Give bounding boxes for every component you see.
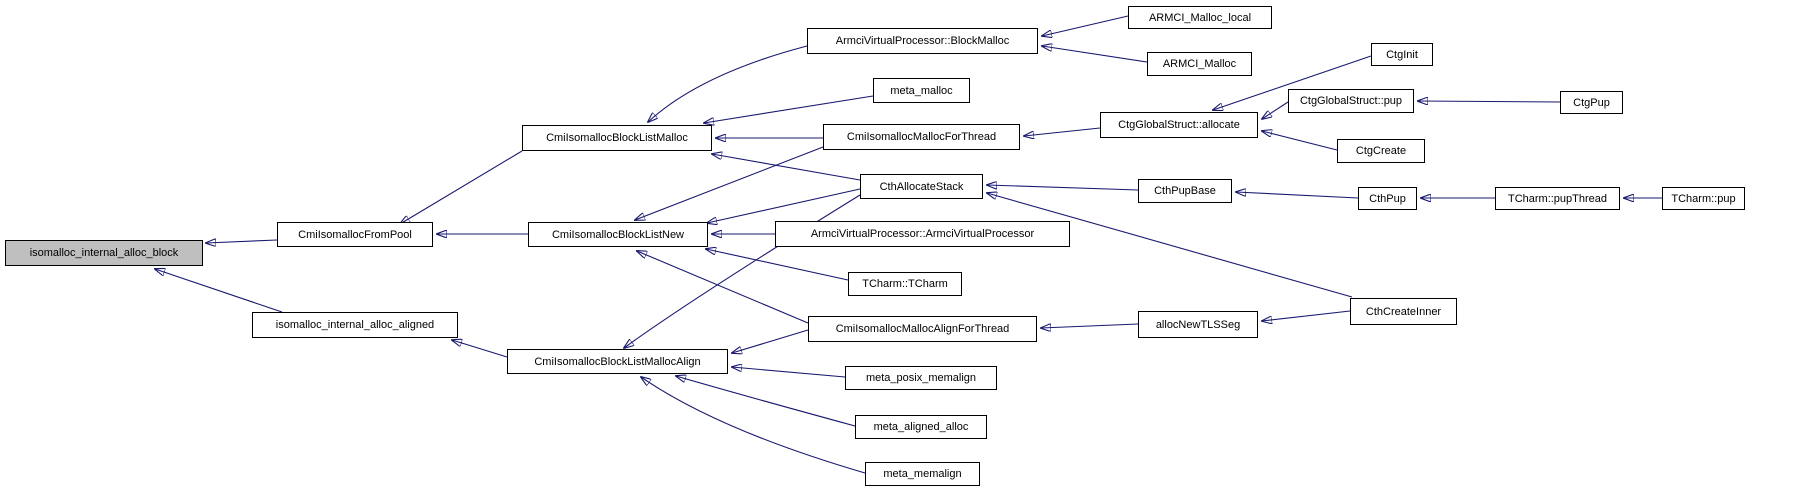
- call-edge-CtgCreate-to-CtgGlobalStruct-allocate: [1262, 131, 1338, 151]
- call-edge-CtgInit-to-CtgGlobalStruct-allocate: [1213, 55, 1372, 110]
- graph-node-label: CmiIsomallocMallocForThread: [846, 131, 997, 143]
- call-edge-ARMCI_Malloc-to-ArmciVirtualProcessor-BlockMalloc: [1042, 46, 1148, 63]
- graph-node-label: CmiIsomallocBlockListNew: [551, 228, 685, 241]
- graph-node-label: meta_posix_memalign: [865, 372, 977, 384]
- call-edge-CthCreateInner-to-allocNewTLSSeg: [1262, 310, 1351, 321]
- graph-node-CtgInit[interactable]: CtgInit: [1371, 43, 1433, 66]
- call-edge-meta_posix_memalign-to-CmiIsomallocBlockListMallocAlign: [732, 367, 846, 378]
- call-edge-ARMCI_Malloc_local-to-ArmciVirtualProcessor-BlockMalloc: [1042, 15, 1129, 36]
- call-edge-CtgGlobalStruct-pup-to-CtgGlobalStruct-allocate: [1262, 101, 1289, 119]
- call-edge-ArmciVirtualProcessor-BlockMalloc-to-CmiIsomallocBlockListMalloc: [648, 45, 808, 122]
- graph-node-ARMCI_Malloc[interactable]: ARMCI_Malloc: [1147, 52, 1252, 76]
- graph-node-CtgPup[interactable]: CtgPup: [1560, 91, 1623, 114]
- graph-node-CthAllocateStack[interactable]: CthAllocateStack: [860, 174, 983, 199]
- call-edge-CmiIsomallocFromPool-to-isomalloc_internal_alloc_block: [206, 240, 278, 243]
- graph-node-ARMCI_Malloc_local[interactable]: ARMCI_Malloc_local: [1128, 6, 1272, 29]
- graph-node-label: TCharm::TCharm: [862, 278, 948, 290]
- call-edge-CmiIsomallocMallocAlignForThread-to-CmiIsomallocBlockListMallocAlign: [732, 329, 809, 353]
- graph-node-TCharm-TCharm[interactable]: TCharm::TCharm: [848, 272, 962, 296]
- call-edge-allocNewTLSSeg-to-CmiIsomallocMallocAlignForThread: [1041, 323, 1139, 328]
- graph-node-meta_memalign[interactable]: meta_memalign: [865, 462, 980, 486]
- call-edge-CthPupBase-to-CthAllocateStack: [987, 185, 1139, 191]
- call-edge-CthAllocateStack-to-CmiIsomallocBlockListMalloc: [712, 154, 861, 181]
- graph-node-meta_aligned_alloc[interactable]: meta_aligned_alloc: [855, 415, 987, 439]
- graph-node-CmiIsomallocMallocAlignForThread[interactable]: CmiIsomallocMallocAlignForThread: [808, 316, 1037, 342]
- graph-node-label: CtgPup: [1573, 96, 1610, 109]
- graph-node-label: CtgCreate: [1355, 145, 1407, 157]
- graph-node-label: isomalloc_internal_alloc_aligned: [275, 319, 435, 331]
- graph-node-CmiIsomallocBlockListMalloc[interactable]: CmiIsomallocBlockListMalloc: [522, 125, 712, 151]
- call-edge-CtgGlobalStruct-allocate-to-CmiIsomallocMallocForThread: [1024, 127, 1101, 136]
- call-edge-CmiIsomallocMallocAlignForThread-to-CmiIsomallocBlockListNew: [637, 251, 809, 324]
- graph-node-label: CmiIsomallocMallocAlignForThread: [835, 323, 1010, 335]
- graph-node-label: CmiIsomallocBlockListMallocAlign: [534, 355, 701, 368]
- graph-node-meta_posix_memalign[interactable]: meta_posix_memalign: [845, 366, 997, 390]
- graph-node-meta_malloc[interactable]: meta_malloc: [873, 78, 970, 103]
- call-edge-CmiIsomallocBlockListMallocAlign-to-isomalloc_internal_alloc_aligned: [452, 340, 508, 358]
- graph-node-label: isomalloc_internal_alloc_block: [29, 247, 179, 259]
- graph-node-CthCreateInner[interactable]: CthCreateInner: [1350, 298, 1457, 325]
- graph-node-TCharm-pup[interactable]: TCharm::pup: [1662, 187, 1745, 210]
- graph-node-label: meta_aligned_alloc: [873, 421, 969, 433]
- graph-node-label: ArmciVirtualProcessor::BlockMalloc: [835, 35, 1010, 47]
- graph-node-ArmciVirtualProcessor-ArmciVirtualProcessor[interactable]: ArmciVirtualProcessor::ArmciVirtualProce…: [775, 221, 1070, 247]
- call-edge-CmiIsomallocMallocForThread-to-CmiIsomallocBlockListNew: [635, 146, 824, 220]
- graph-node-CtgGlobalStruct-allocate[interactable]: CtgGlobalStruct::allocate: [1100, 112, 1258, 138]
- graph-node-CmiIsomallocBlockListMallocAlign[interactable]: CmiIsomallocBlockListMallocAlign: [507, 349, 728, 374]
- graph-node-label: CmiIsomallocFromPool: [298, 228, 412, 241]
- call-edge-CthAllocateStack-to-CmiIsomallocBlockListNew: [707, 188, 861, 223]
- call-edge-CthAllocateStack-to-CmiIsomallocBlockListMallocAlign: [624, 194, 861, 348]
- graph-node-CtgGlobalStruct-pup[interactable]: CtgGlobalStruct::pup: [1288, 89, 1414, 113]
- graph-node-CmiIsomallocMallocForThread[interactable]: CmiIsomallocMallocForThread: [823, 124, 1020, 150]
- call-edge-CthCreateInner-to-CthAllocateStack: [987, 193, 1353, 298]
- call-edge-TCharm-TCharm-to-CmiIsomallocBlockListNew: [706, 249, 849, 281]
- graph-node-isomalloc_internal_alloc_aligned[interactable]: isomalloc_internal_alloc_aligned: [252, 312, 458, 338]
- graph-node-CthPup[interactable]: CthPup: [1358, 187, 1417, 210]
- graph-node-CtgCreate[interactable]: CtgCreate: [1337, 139, 1425, 163]
- graph-node-label: ArmciVirtualProcessor::ArmciVirtualProce…: [810, 228, 1035, 240]
- graph-node-label: CtgGlobalStruct::pup: [1299, 95, 1403, 107]
- graph-node-label: ARMCI_Malloc_local: [1148, 11, 1252, 24]
- graph-node-label: CthPup: [1369, 192, 1406, 205]
- graph-node-label: TCharm::pupThread: [1507, 192, 1608, 205]
- call-edge-CthPup-to-CthPupBase: [1236, 192, 1359, 199]
- graph-node-label: CtgInit: [1386, 48, 1418, 61]
- graph-node-label: meta_memalign: [883, 468, 962, 480]
- call-edge-CtgPup-to-CtgGlobalStruct-pup: [1418, 101, 1561, 102]
- graph-node-label: meta_malloc: [890, 84, 953, 97]
- call-edge-CmiIsomallocBlockListMalloc-to-CmiIsomallocFromPool: [400, 150, 523, 224]
- graph-node-label: ARMCI_Malloc: [1162, 58, 1237, 70]
- graph-node-label: CthPupBase: [1154, 185, 1216, 197]
- call-edge-meta_malloc-to-CmiIsomallocBlockListMalloc: [704, 95, 874, 123]
- graph-node-label: CthAllocateStack: [879, 180, 964, 193]
- graph-node-label: CthCreateInner: [1365, 305, 1442, 318]
- graph-node-label: allocNewTLSSeg: [1155, 318, 1241, 331]
- graph-node-allocNewTLSSeg[interactable]: allocNewTLSSeg: [1138, 311, 1258, 338]
- call-edge-meta_aligned_alloc-to-CmiIsomallocBlockListMallocAlign: [676, 376, 856, 427]
- call-edge-meta_memalign-to-CmiIsomallocBlockListMallocAlign: [641, 377, 866, 474]
- graph-node-CthPupBase[interactable]: CthPupBase: [1138, 179, 1232, 203]
- graph-node-CmiIsomallocFromPool[interactable]: CmiIsomallocFromPool: [277, 222, 433, 247]
- graph-node-ArmciVirtualProcessor-BlockMalloc[interactable]: ArmciVirtualProcessor::BlockMalloc: [807, 28, 1038, 54]
- graph-node-TCharm-pupThread[interactable]: TCharm::pupThread: [1495, 187, 1620, 210]
- graph-node-label: TCharm::pup: [1671, 192, 1736, 205]
- call-edge-isomalloc_internal_alloc_aligned-to-isomalloc_internal_alloc_block: [155, 269, 283, 313]
- graph-node-label: CmiIsomallocBlockListMalloc: [546, 132, 688, 144]
- graph-node-CmiIsomallocBlockListNew[interactable]: CmiIsomallocBlockListNew: [528, 222, 708, 247]
- graph-node-isomalloc_internal_alloc_block: isomalloc_internal_alloc_block: [5, 240, 203, 266]
- graph-node-label: CtgGlobalStruct::allocate: [1118, 119, 1240, 131]
